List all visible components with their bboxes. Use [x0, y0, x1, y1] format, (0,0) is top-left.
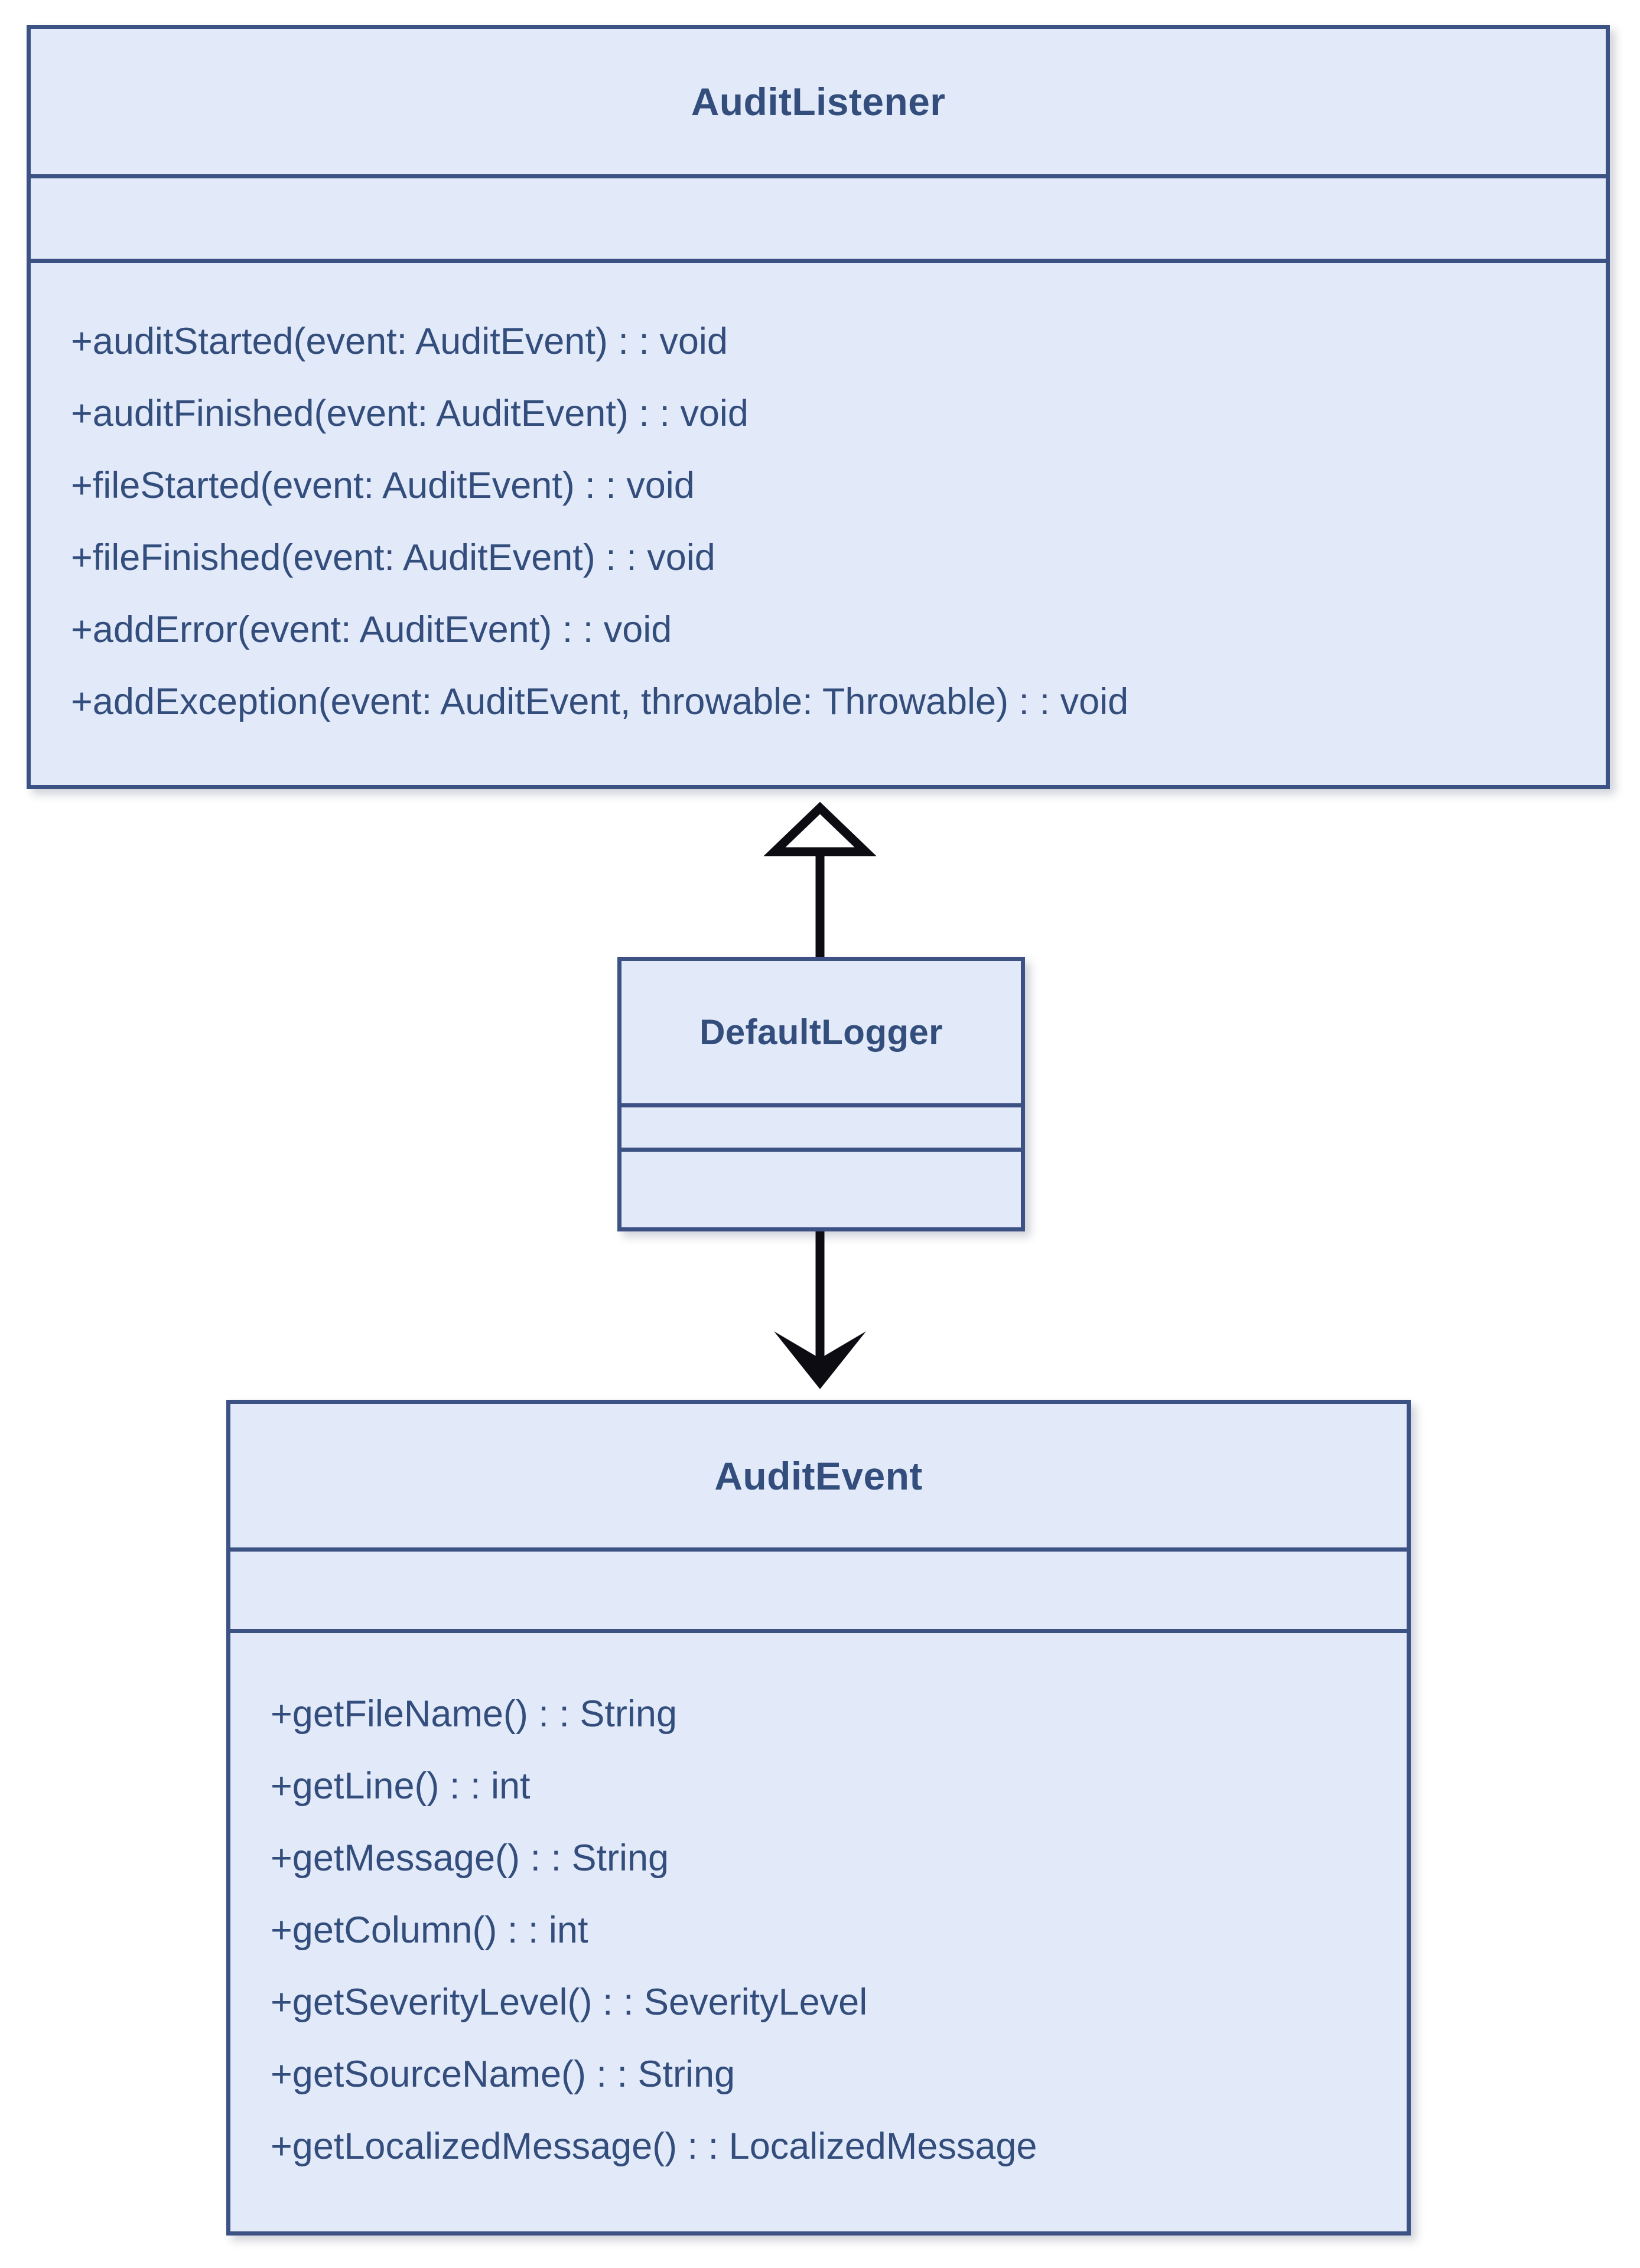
class-methods-compartment-audit-listener: +auditStarted(event: AuditEvent) : : voi…	[31, 263, 1606, 785]
generalization-arrow-default-logger-to-audit-listener	[763, 801, 877, 957]
class-name-audit-listener: AuditListener	[691, 80, 946, 123]
method-item: +fileStarted(event: AuditEvent) : : void	[71, 465, 695, 506]
class-box-default-logger[interactable]: DefaultLogger	[617, 957, 1025, 1231]
class-attributes-compartment-default-logger	[621, 1107, 1021, 1152]
class-box-audit-listener[interactable]: AuditListener +auditStarted(event: Audit…	[27, 25, 1610, 789]
class-title-bar-default-logger: DefaultLogger	[621, 961, 1021, 1107]
class-box-audit-event[interactable]: AuditEvent +getFileName() : : String +ge…	[226, 1400, 1411, 2236]
class-title-bar-audit-listener: AuditListener	[31, 29, 1606, 178]
method-item: +getSeverityLevel() : : SeverityLevel	[271, 1982, 868, 2023]
method-item: +addError(event: AuditEvent) : : void	[71, 609, 672, 650]
dependency-arrow-default-logger-to-audit-event	[774, 1231, 866, 1389]
class-title-bar-audit-event: AuditEvent	[230, 1404, 1407, 1552]
method-item: +getColumn() : : int	[271, 1909, 588, 1951]
method-item: +getSourceName() : : String	[271, 2054, 736, 2095]
filled-arrowhead-icon	[774, 1331, 866, 1389]
class-methods-compartment-audit-event: +getFileName() : : String +getLine() : :…	[230, 1633, 1407, 2231]
method-item: +getLocalizedMessage() : : LocalizedMess…	[271, 2126, 1037, 2167]
class-attributes-compartment-audit-listener	[31, 178, 1606, 263]
method-item: +auditStarted(event: AuditEvent) : : voi…	[71, 321, 728, 362]
method-item: +auditFinished(event: AuditEvent) : : vo…	[71, 393, 749, 434]
class-name-default-logger: DefaultLogger	[699, 1012, 943, 1052]
class-methods-compartment-default-logger	[621, 1152, 1021, 1227]
method-item: +getLine() : : int	[271, 1765, 531, 1807]
class-name-audit-event: AuditEvent	[714, 1454, 923, 1498]
method-item: +getFileName() : : String	[271, 1693, 677, 1735]
method-item: +addException(event: AuditEvent, throwab…	[71, 681, 1129, 722]
class-attributes-compartment-audit-event	[230, 1552, 1407, 1633]
hollow-triangle-arrowhead-icon	[763, 801, 877, 856]
method-item: +getMessage() : : String	[271, 1837, 669, 1879]
method-item: +fileFinished(event: AuditEvent) : : voi…	[71, 537, 715, 578]
